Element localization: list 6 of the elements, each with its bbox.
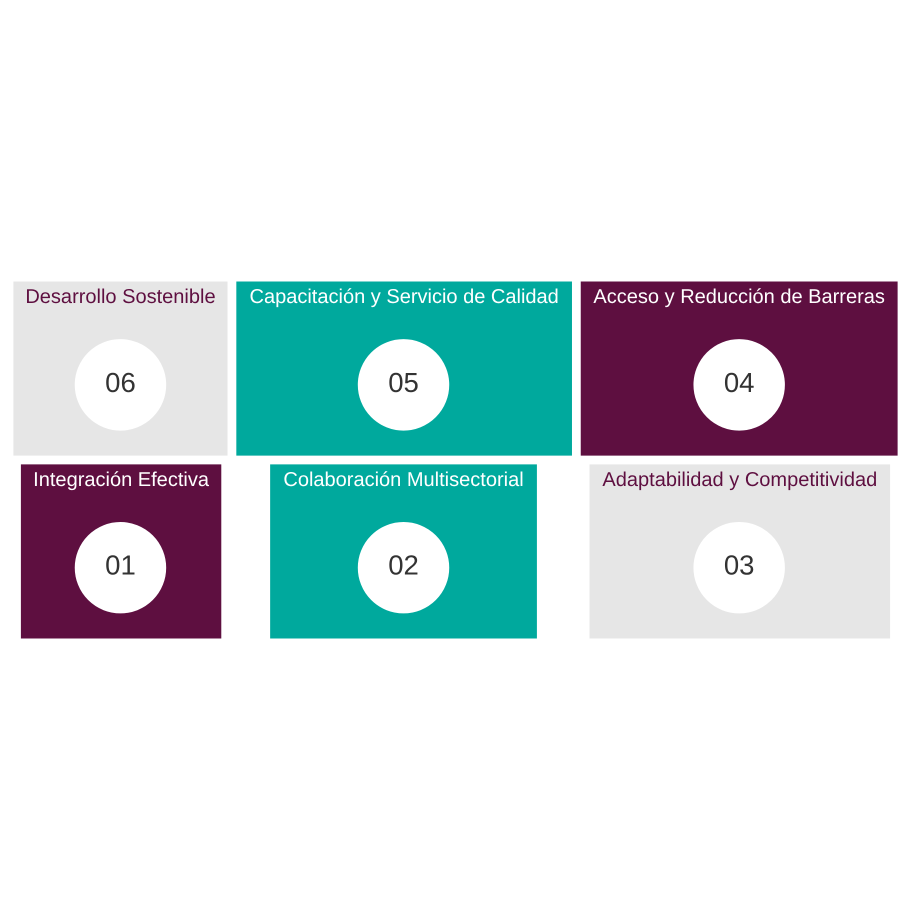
node-circle: 04 bbox=[692, 338, 784, 430]
node-circle: 05 bbox=[357, 338, 449, 430]
node-circle: 01 bbox=[74, 522, 166, 613]
node-circle: 06 bbox=[74, 338, 166, 430]
node-circle: 03 bbox=[692, 522, 784, 613]
node-circle: 02 bbox=[357, 522, 449, 613]
